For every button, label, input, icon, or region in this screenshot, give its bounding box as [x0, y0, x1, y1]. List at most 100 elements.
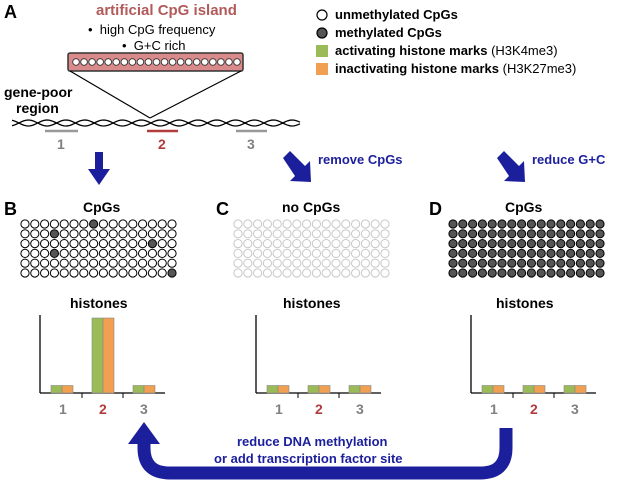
- unmethylated-cpg: [20, 219, 30, 229]
- unmethylated-cpg: [243, 219, 253, 229]
- bar-activating: [307, 385, 320, 394]
- unmethylated-cpg: [30, 268, 40, 278]
- unmethylated-cpg: [253, 248, 263, 258]
- island-title: artificial CpG island: [96, 2, 237, 19]
- unmethylated-cpg: [360, 219, 370, 229]
- unmethylated-cpg: [321, 268, 331, 278]
- methylated-cpg: [487, 248, 497, 258]
- methylated-cpg: [497, 229, 507, 239]
- methylated-cpg: [458, 219, 468, 229]
- histones-title-d: histones: [496, 295, 554, 311]
- unmethylated-cpg: [98, 229, 109, 239]
- methylated-cpg: [575, 268, 586, 278]
- methylated-cpg: [566, 229, 576, 239]
- unmethylated-cpg: [138, 258, 148, 268]
- methylated-cpg: [507, 229, 517, 239]
- methylated-cpg: [566, 239, 576, 249]
- island-cpg-circle: [112, 58, 120, 66]
- methylated-cpg: [477, 258, 487, 268]
- unmethylated-cpg: [98, 219, 109, 229]
- unmethylated-cpg: [69, 248, 79, 258]
- island-cpg-circle: [201, 58, 209, 66]
- unmethylated-cpg: [40, 239, 50, 249]
- chart-b-cat-1: 1: [59, 401, 67, 417]
- unmethylated-cpg: [253, 229, 263, 239]
- bar-inactivating: [61, 385, 74, 394]
- methylated-cpg: [517, 258, 527, 268]
- unmethylated-cpg: [128, 258, 138, 268]
- unmethylated-cpg: [321, 258, 331, 268]
- methylated-cpg: [575, 239, 586, 249]
- unmethylated-cpg: [272, 229, 282, 239]
- unmethylated-cpg: [98, 268, 109, 278]
- unmethylated-cpg: [380, 219, 390, 229]
- methylated-cpg: [487, 268, 497, 278]
- cpg-grid-d: [448, 219, 605, 278]
- methylated-cpg: [536, 248, 546, 258]
- methylated-cpg: [477, 239, 487, 249]
- island-cpg-circle: [88, 58, 96, 66]
- methylated-cpg: [585, 248, 595, 258]
- unmethylated-cpg: [292, 268, 302, 278]
- unmethylated-cpg: [253, 258, 263, 268]
- methylated-cpg: [556, 219, 566, 229]
- methylated-cpg: [585, 229, 595, 239]
- island-cpg-circle: [72, 58, 80, 66]
- remove-cpgs-label: remove CpGs: [318, 152, 403, 167]
- unmethylated-cpg: [128, 239, 138, 249]
- unmethylated-cpg: [302, 268, 312, 278]
- unmethylated-cpg: [243, 239, 253, 249]
- methylated-cpg: [507, 268, 517, 278]
- bar-inactivating: [143, 385, 156, 394]
- legend-green-square-icon: [316, 45, 328, 57]
- unmethylated-cpg: [89, 248, 99, 258]
- unmethylated-cpg: [118, 219, 128, 229]
- methylated-cpg: [458, 239, 468, 249]
- unmethylated-cpg: [272, 219, 282, 229]
- unmethylated-cpg: [167, 219, 177, 229]
- unmethylated-cpg: [321, 219, 331, 229]
- arrow-diag-icon-d: [497, 151, 525, 182]
- unmethylated-cpg: [262, 268, 272, 278]
- methylated-cpg: [468, 219, 478, 229]
- methylated-cpg: [546, 258, 556, 268]
- unmethylated-cpg: [138, 239, 148, 249]
- bottom-arrowhead-icon: [128, 422, 160, 444]
- unmethylated-cpg: [331, 258, 341, 268]
- methylated-cpg: [468, 229, 478, 239]
- cpg-grid-b: [20, 219, 177, 278]
- methylated-cpg: [526, 268, 537, 278]
- unmethylated-cpg: [380, 258, 390, 268]
- methylated-cpg: [458, 258, 468, 268]
- methylated-cpg: [556, 248, 566, 258]
- methylated-cpg: [536, 258, 546, 268]
- legend-item-methylated: methylated CpGs: [335, 25, 442, 40]
- unmethylated-cpg: [272, 258, 282, 268]
- methylated-cpg: [566, 268, 576, 278]
- unmethylated-cpg: [30, 248, 40, 258]
- methylated-cpg: [507, 239, 517, 249]
- unmethylated-cpg: [292, 229, 302, 239]
- bar-activating: [266, 385, 279, 394]
- panel-label-b: B: [4, 199, 17, 219]
- panel-label-c: C: [216, 199, 229, 219]
- histones-title-b: histones: [70, 295, 128, 311]
- unmethylated-cpg: [69, 258, 79, 268]
- island-cpg-circle: [176, 58, 185, 66]
- methylated-cpg: [566, 219, 576, 229]
- unmethylated-cpg: [59, 219, 69, 229]
- cpg-grid-c: [233, 219, 390, 278]
- unmethylated-cpg: [243, 248, 253, 258]
- unmethylated-cpg: [262, 239, 272, 249]
- methylated-cpg: [477, 219, 487, 229]
- unmethylated-cpg: [380, 248, 390, 258]
- methylated-cpg: [526, 219, 537, 229]
- methylated-cpg: [487, 258, 497, 268]
- bar-inactivating: [359, 385, 372, 394]
- unmethylated-cpg: [128, 229, 138, 239]
- bar-inactivating: [574, 385, 587, 394]
- methylated-cpg: [448, 268, 458, 278]
- methylated-cpg: [517, 239, 527, 249]
- unmethylated-cpg: [147, 229, 157, 239]
